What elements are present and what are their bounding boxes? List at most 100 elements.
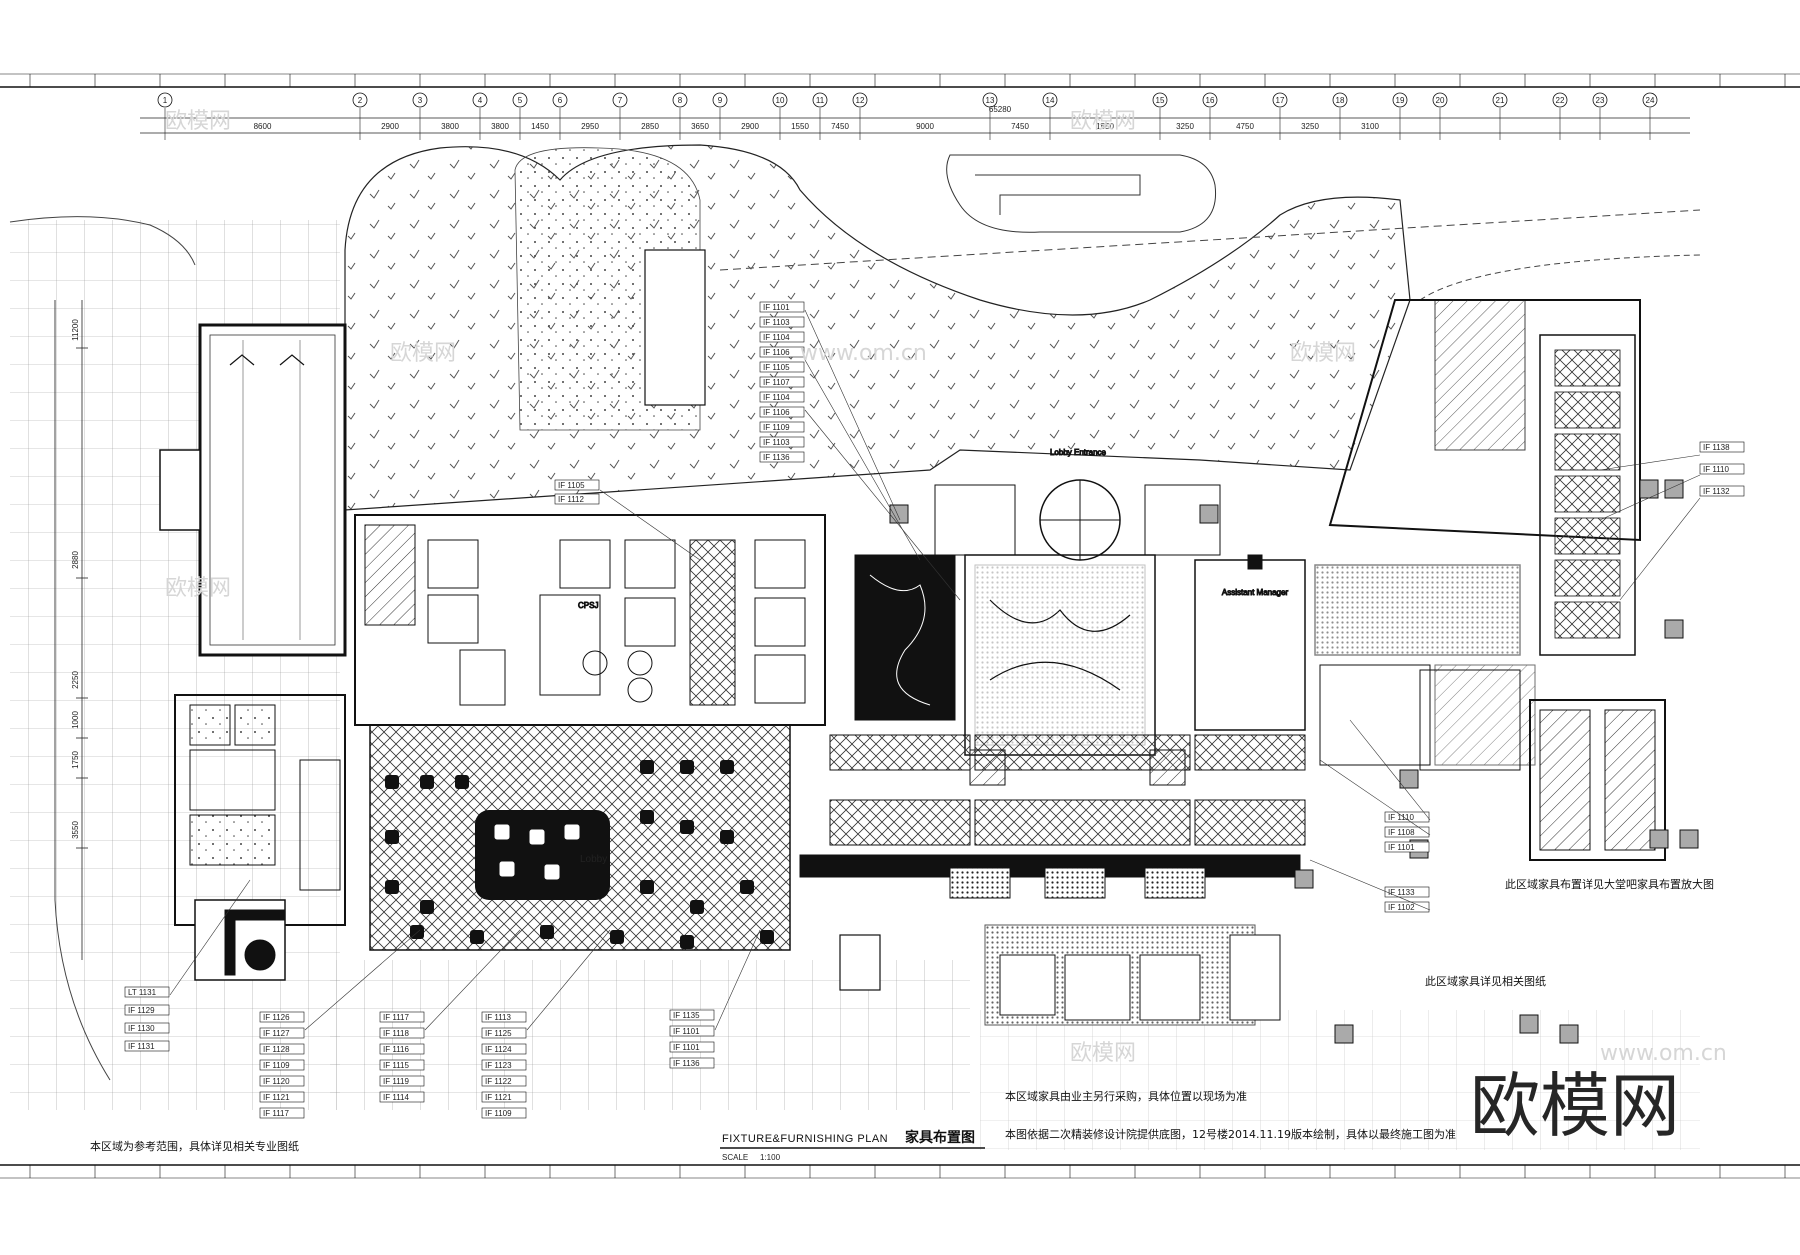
dimension-text: 2880	[71, 551, 80, 569]
watermark-text: 欧模网	[1070, 1041, 1136, 1066]
grid-bubble	[812, 92, 828, 108]
furniture-tag: IF 1119	[383, 1077, 409, 1086]
furniture-tag: IF 1104	[763, 393, 790, 402]
furniture-tag: IF 1121	[263, 1093, 290, 1102]
grid-bubble-label: 12	[856, 96, 865, 105]
room-label-lobby: Lobby	[580, 854, 607, 865]
grid-bubble	[852, 92, 868, 108]
grid-bubble	[772, 92, 788, 108]
lounge-chair	[720, 760, 734, 774]
leader-line	[304, 929, 421, 1031]
grid-bubble	[157, 92, 173, 108]
furniture-tag-box	[1384, 841, 1430, 853]
furniture-tag: IF 1127	[263, 1029, 290, 1038]
leader-line	[1599, 474, 1701, 521]
furniture-tag-box	[669, 1025, 715, 1037]
grid-bubble	[1152, 92, 1168, 108]
grid-bubble-label: 23	[1596, 96, 1605, 105]
furniture-tag-box	[379, 1011, 425, 1023]
column-pad	[1334, 1024, 1354, 1044]
watermark-text: 欧模网	[165, 576, 231, 601]
grid-bubble-label: 18	[1336, 96, 1345, 105]
furniture-tag-box	[259, 1107, 305, 1119]
furniture-tag-box	[481, 1043, 527, 1055]
watermark-url: www.om.cn	[1600, 1041, 1727, 1066]
lobby-lounge: Lobby	[369, 724, 791, 951]
dimension-text: 7450	[831, 122, 849, 131]
furniture-tag-box	[1699, 485, 1745, 497]
grid-bubble-label: 1	[163, 96, 168, 105]
furniture-tag-box	[1384, 826, 1430, 838]
furniture-tag: IF 1115	[383, 1061, 409, 1070]
furniture-tag: IF 1112	[558, 495, 584, 504]
furniture-tag: IF 1132	[1703, 487, 1730, 496]
dimension-text: 2900	[381, 122, 399, 131]
dimension-text: 3250	[1301, 122, 1319, 131]
garage-block	[159, 323, 347, 657]
watermark-text: 欧模网	[390, 341, 456, 366]
furniture-tag-box	[759, 406, 805, 418]
furniture-tag: IF 1108	[1388, 828, 1415, 837]
grid-bubble	[612, 92, 628, 108]
lounge-chair	[385, 880, 399, 894]
dimension-text: 4750	[1236, 122, 1254, 131]
drawing-title-en: FIXTURE&FURNISHING PLAN	[722, 1133, 888, 1145]
leader-line	[1349, 719, 1431, 821]
furniture-tag-box	[259, 1059, 305, 1071]
grid-bubble	[1432, 92, 1448, 108]
column-pad	[1294, 869, 1314, 889]
room-label-cpsj: CPSJ	[578, 601, 598, 610]
furniture-tag: IF 1128	[263, 1045, 290, 1054]
furniture-tag-box	[481, 1011, 527, 1023]
lounge-chair	[540, 925, 554, 939]
furniture-tag-box	[1384, 811, 1430, 823]
furniture-tag: IF 1122	[485, 1077, 512, 1086]
garden-area	[344, 144, 1411, 511]
grid-bubble-label: 11	[816, 96, 825, 105]
grid-bubble-label: 22	[1556, 96, 1565, 105]
grid-bubble-label: 8	[678, 96, 683, 105]
lounge-chair	[640, 760, 654, 774]
furniture-tag: IF 1107	[763, 378, 790, 387]
grid-bubble	[472, 92, 488, 108]
grid-bubble-label: 2	[358, 96, 363, 105]
furniture-tag: IF 1114	[383, 1093, 409, 1102]
grid-bubble	[412, 92, 428, 108]
top-dimension-line	[140, 117, 1690, 134]
sheet-frame	[0, 73, 1800, 1179]
leader-line	[804, 359, 921, 561]
note-bottom-long: 本图依据二次精装修设计院提供底图，12号楼2014.11.19版本绘制，具体以最…	[1005, 1127, 1456, 1141]
dimension-text: 3800	[441, 122, 459, 131]
furniture-tag: IF 1116	[383, 1045, 409, 1054]
right-lattice-panels	[1554, 349, 1621, 639]
main-lobby: Lobby Entrance Assistant Manager	[829, 448, 1306, 846]
watermarks: 欧模网 欧模网 欧模网 欧模网 欧模网 欧模网 www.om.cn www.om…	[165, 109, 1727, 1147]
furniture-tag-box	[481, 1059, 527, 1071]
furniture-tag-box	[481, 1075, 527, 1087]
furniture-tag: IF 1133	[1388, 888, 1415, 897]
grid-bubble	[1332, 92, 1348, 108]
column-pad	[1559, 1024, 1579, 1044]
furniture-tag: IF 1109	[263, 1061, 290, 1070]
dimension-text: 3250	[1176, 122, 1194, 131]
grid-bubble-label: 10	[776, 96, 785, 105]
grid-bubble	[1492, 92, 1508, 108]
furniture-tag-box	[124, 1022, 170, 1034]
furniture-tag: IF 1130	[128, 1024, 155, 1033]
lounge-chair	[640, 880, 654, 894]
lattice-panel	[1554, 349, 1621, 387]
furniture-tag-box	[669, 1057, 715, 1069]
restrooms-left	[174, 694, 346, 981]
furniture-tag-box	[759, 376, 805, 388]
furniture-tag: LT 1131	[128, 988, 157, 997]
lounge-chair	[420, 775, 434, 789]
furniture-tag-box	[379, 1027, 425, 1039]
grid-bubble-label: 6	[558, 96, 563, 105]
grid-bubble-label: 15	[1156, 96, 1165, 105]
furniture-tag: IF 1120	[263, 1077, 290, 1086]
grid-bubble-label: 13	[986, 96, 995, 105]
lounge-chair	[470, 930, 484, 944]
grid-bubble-label: 9	[718, 96, 723, 105]
